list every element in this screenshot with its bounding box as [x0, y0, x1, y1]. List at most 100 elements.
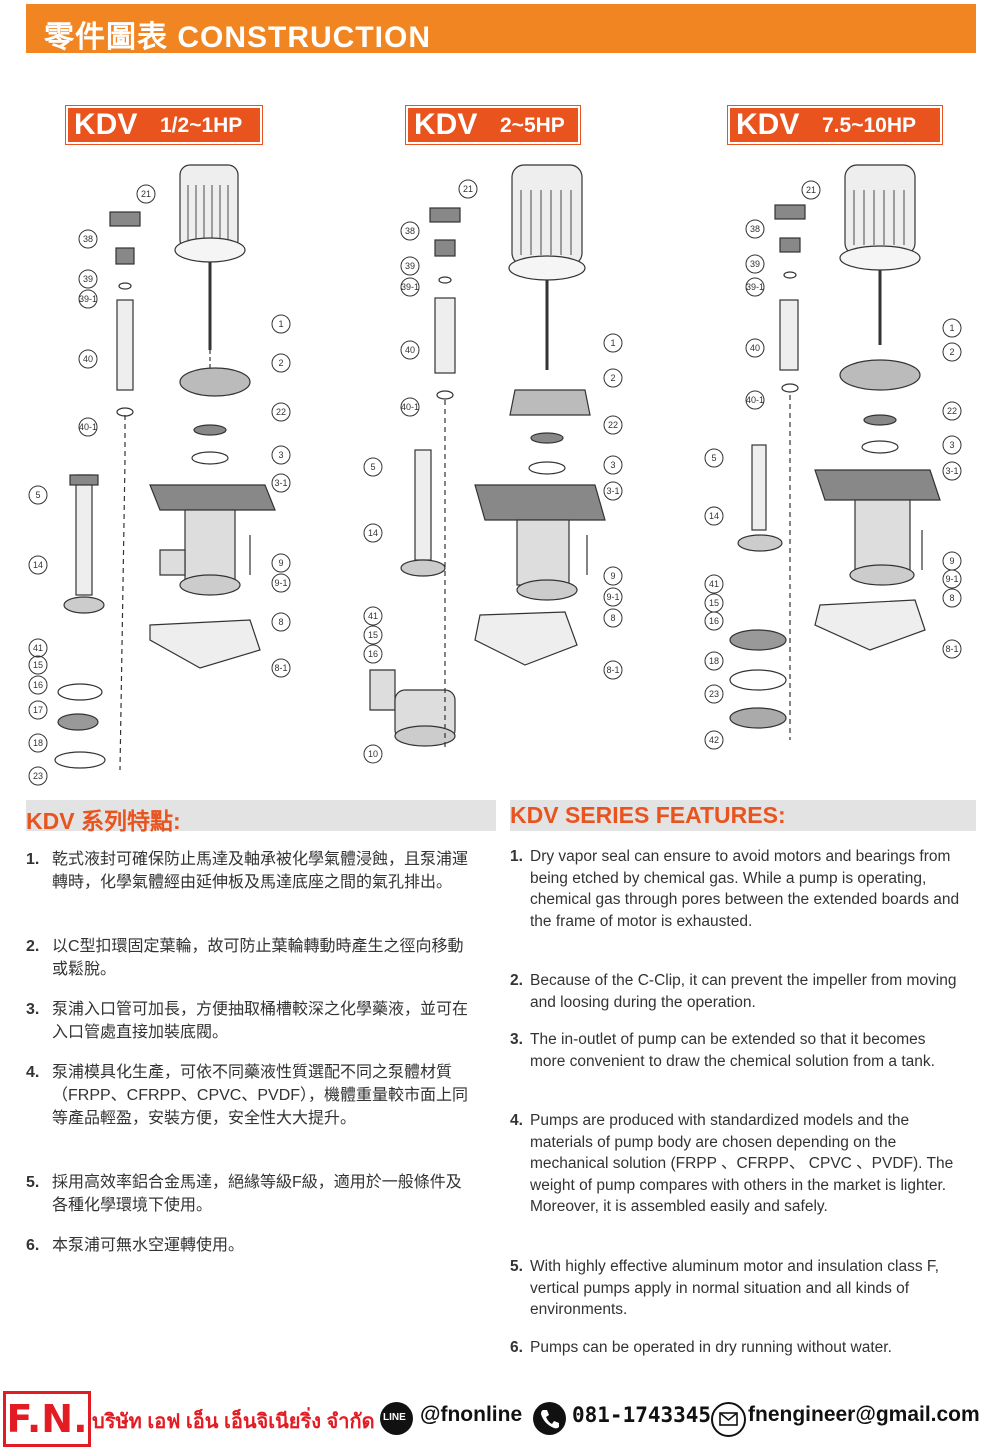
model-power: 7.5~10HP: [822, 114, 916, 137]
part-label: 41: [709, 579, 719, 589]
model-name: KDV: [74, 108, 138, 141]
part-label: 40-1: [746, 395, 764, 405]
part-label: 8-1: [945, 644, 958, 654]
part-label: 38: [750, 224, 760, 234]
part-label: 39-1: [79, 294, 97, 304]
model-name: KDV: [736, 108, 800, 141]
phone-icon: [533, 1402, 566, 1435]
part-label: 22: [276, 407, 286, 417]
part-label: 18: [709, 656, 719, 666]
part-label: 8: [949, 593, 954, 603]
feature-cn-item: 6.本泵浦可無水空運轉使用。: [26, 1237, 245, 1254]
part-label: 1: [278, 319, 283, 329]
part-label: 8: [610, 613, 615, 623]
part-label: 42: [709, 735, 719, 745]
part-label: 22: [608, 420, 618, 430]
part-label: 1: [949, 323, 954, 333]
part-label: 23: [709, 689, 719, 699]
part-label: 21: [141, 189, 151, 199]
part-label: 16: [709, 616, 719, 626]
part-label: 5: [35, 490, 40, 500]
part-label: 16: [33, 680, 43, 690]
part-label: 2: [949, 347, 954, 357]
model-power: 1/2~1HP: [160, 114, 243, 137]
email-link[interactable]: fnengineer@gmail.com: [748, 1403, 980, 1426]
part-label: 40-1: [401, 402, 419, 412]
part-label: 38: [405, 226, 415, 236]
feature-en-item: 2.Because of the C-Clip, it can prevent …: [510, 972, 957, 1011]
part-label: 21: [463, 184, 473, 194]
feature-en-item: 5.With highly effective aluminum motor a…: [510, 1258, 939, 1318]
part-label: 3-1: [274, 478, 287, 488]
part-label: 23: [33, 771, 43, 781]
part-label: 14: [33, 560, 43, 570]
page-title: 零件圖表 CONSTRUCTION: [44, 21, 431, 54]
model-badge-3: KDV 7.5~10HP: [727, 105, 943, 145]
part-label: 15: [368, 630, 378, 640]
features-cn-header: KDV 系列特點:: [26, 800, 496, 834]
feature-cn-item: 3.泵浦入口管可加長，方便抽取桶槽較深之化學藥液，並可在入口管處直接加裝底閥。: [26, 1001, 469, 1041]
exploded-diagram-3: 21 38 39 39-1 40 40-1 5 14 41 15 16 18 2…: [704, 164, 962, 750]
part-label: 9-1: [274, 578, 287, 588]
part-label: 9-1: [945, 574, 958, 584]
part-label: 8-1: [606, 665, 619, 675]
model-badge-1: KDV 1/2~1HP: [65, 105, 263, 145]
exploded-diagram-2: 21 38 39 39-1 40 40-1 5 14 41 15 16 10 1…: [363, 164, 623, 764]
footer-contact-bar: F.N. บริษัท เอฟ เอ็น เอ็นจิเนียริ่ง จำกั…: [0, 1388, 1000, 1454]
part-label: 9-1: [606, 592, 619, 602]
part-label: 5: [711, 453, 716, 463]
model-name: KDV: [414, 108, 478, 141]
part-label: 40-1: [79, 422, 97, 432]
part-label: 39: [405, 261, 415, 271]
part-label: 9: [949, 556, 954, 566]
part-label: 39-1: [401, 282, 419, 292]
part-label: 40: [83, 354, 93, 364]
part-label: 9: [610, 571, 615, 581]
part-label: 3: [610, 460, 615, 470]
features-en-title: KDV SERIES FEATURES:: [510, 802, 786, 828]
part-label: 14: [368, 528, 378, 538]
feature-en-item: 3.The in-outlet of pump can be extended …: [510, 1031, 935, 1070]
part-label: 39: [750, 259, 760, 269]
line-icon: LINE: [380, 1402, 413, 1435]
company-name: บริษัท เอฟ เอ็น เอ็นจิเนียริ่ง จำกัด: [92, 1411, 375, 1433]
part-label: 22: [947, 406, 957, 416]
feature-cn-item: 2.以C型扣環固定葉輪，故可防止葉輪轉動時產生之徑向移動或鬆脫。: [26, 938, 464, 978]
part-label: 2: [278, 358, 283, 368]
part-label: 2: [610, 373, 615, 383]
part-label: 41: [33, 643, 43, 653]
part-label: 21: [806, 185, 816, 195]
part-label: 3: [949, 440, 954, 450]
feature-cn-item: 1.乾式液封可確保防止馬達及軸承被化學氣體浸蝕，且泵浦運轉時，化學氣體經由延伸板…: [26, 851, 469, 891]
part-label: 9: [278, 558, 283, 568]
feature-cn-item: 5.採用高效率鋁合金馬達，絕緣等級F級，適用於一般條件及各種化學環境下使用。: [26, 1174, 462, 1214]
part-label: 16: [368, 649, 378, 659]
part-label: 3: [278, 450, 283, 460]
header-bar: 零件圖表 CONSTRUCTION: [26, 4, 976, 54]
line-id-link[interactable]: @fnonline: [420, 1403, 523, 1426]
part-label: 15: [709, 598, 719, 608]
part-label: 40: [405, 345, 415, 355]
feature-cn-item: 4.泵浦模具化生產，可依不同藥液性質選配不同之泵體材質（FRPP、CFRPP、C…: [26, 1064, 469, 1127]
part-label: 39-1: [746, 282, 764, 292]
part-label: 18: [33, 738, 43, 748]
part-label: 8: [278, 617, 283, 627]
part-label: 8-1: [274, 663, 287, 673]
features-cn-title: KDV 系列特點:: [26, 808, 181, 834]
feature-en-item: 6.Pumps can be operated in dry running w…: [510, 1339, 892, 1356]
part-label: 41: [368, 611, 378, 621]
part-label: 10: [368, 749, 378, 759]
phone-number-link[interactable]: 081-1743345: [572, 1403, 712, 1427]
feature-en-item: 4.Pumps are produced with standardized m…: [510, 1112, 954, 1215]
part-label: 38: [83, 234, 93, 244]
exploded-diagram-1: 21 38 39 39-1 40 40-1 5 14 41 15 16 17 1…: [28, 164, 291, 786]
part-label: 40: [750, 343, 760, 353]
model-power: 2~5HP: [500, 114, 565, 137]
features-en-header: KDV SERIES FEATURES:: [510, 800, 976, 831]
model-badge-2: KDV 2~5HP: [405, 105, 581, 145]
email-icon: [711, 1402, 746, 1437]
feature-en-item: 1.Dry vapor seal can ensure to avoid mot…: [510, 848, 960, 930]
part-label: 17: [33, 705, 43, 715]
part-label: 39: [83, 274, 93, 284]
part-label: 15: [33, 660, 43, 670]
